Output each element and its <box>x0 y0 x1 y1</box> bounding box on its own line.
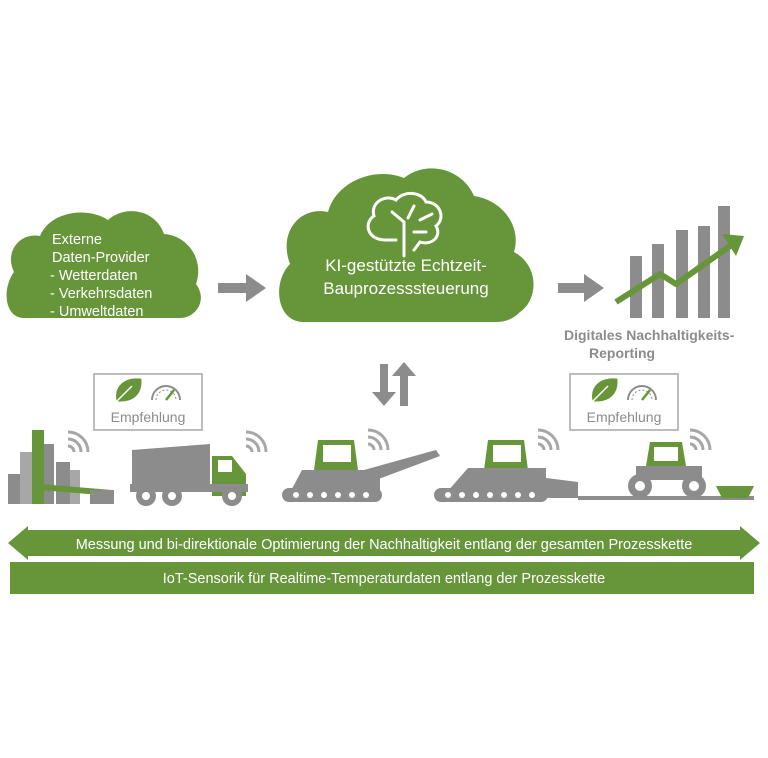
reporting-line-2: Reporting <box>589 345 655 361</box>
iot-bar: IoT-Sensorik für Realtime-Temperaturdate… <box>10 562 754 594</box>
wifi-signal-icon <box>244 430 268 454</box>
arrow-right-icon <box>218 274 266 302</box>
ai-control-cloud: KI-gestützte Echtzeit- Bauprozesssteueru… <box>279 168 534 322</box>
external-cloud-item: - Verkehrsdaten <box>50 286 152 302</box>
asphalt-pile-icon <box>716 486 754 498</box>
paver-icon <box>434 428 578 502</box>
recommendation-label: Empfehlung <box>587 409 662 425</box>
brain-icon <box>366 192 443 258</box>
ai-cloud-line-2: Bauprozesssteuerung <box>323 279 488 298</box>
wifi-signal-icon <box>688 428 712 452</box>
reporting-line-1: Digitales Nachhaltigkeits- <box>564 327 735 343</box>
recommendation-box: Empfehlung <box>569 373 679 431</box>
wifi-signal-icon <box>366 428 390 452</box>
external-cloud-item: - Wetterdaten <box>50 268 138 284</box>
measurement-bar: Messung und bi-direktionale Optimierung … <box>8 526 760 560</box>
recommendation-box: Empfehlung <box>93 373 203 431</box>
bidirectional-arrows-icon <box>372 362 416 406</box>
truck-icon <box>130 430 268 506</box>
measurement-bar-label: Messung und bi-direktionale Optimierung … <box>76 537 693 553</box>
recommendation-label: Empfehlung <box>111 409 186 425</box>
iot-bar-label: IoT-Sensorik für Realtime-Temperaturdate… <box>163 571 605 587</box>
wifi-signal-icon <box>536 428 560 452</box>
external-cloud-title-2: Daten-Provider <box>52 250 150 266</box>
gauge-icon <box>627 385 657 401</box>
external-cloud-item: - Umweltdaten <box>50 304 143 320</box>
external-data-cloud: Externe Daten-Provider - Wetterdaten - V… <box>6 211 201 320</box>
roller-icon <box>628 428 712 498</box>
asphalt-plant-icon <box>8 430 114 504</box>
bar-chart-growth-icon <box>614 206 744 318</box>
ai-cloud-line-1: KI-gestützte Echtzeit- <box>325 256 487 275</box>
wifi-signal-icon <box>66 430 90 454</box>
paver-icon <box>282 428 440 502</box>
leaf-icon <box>114 376 143 403</box>
leaf-icon <box>590 376 619 403</box>
asphalt-layer <box>578 496 754 500</box>
arrow-right-icon <box>558 274 604 302</box>
gauge-icon <box>151 385 181 401</box>
external-cloud-title-1: Externe <box>52 232 102 248</box>
